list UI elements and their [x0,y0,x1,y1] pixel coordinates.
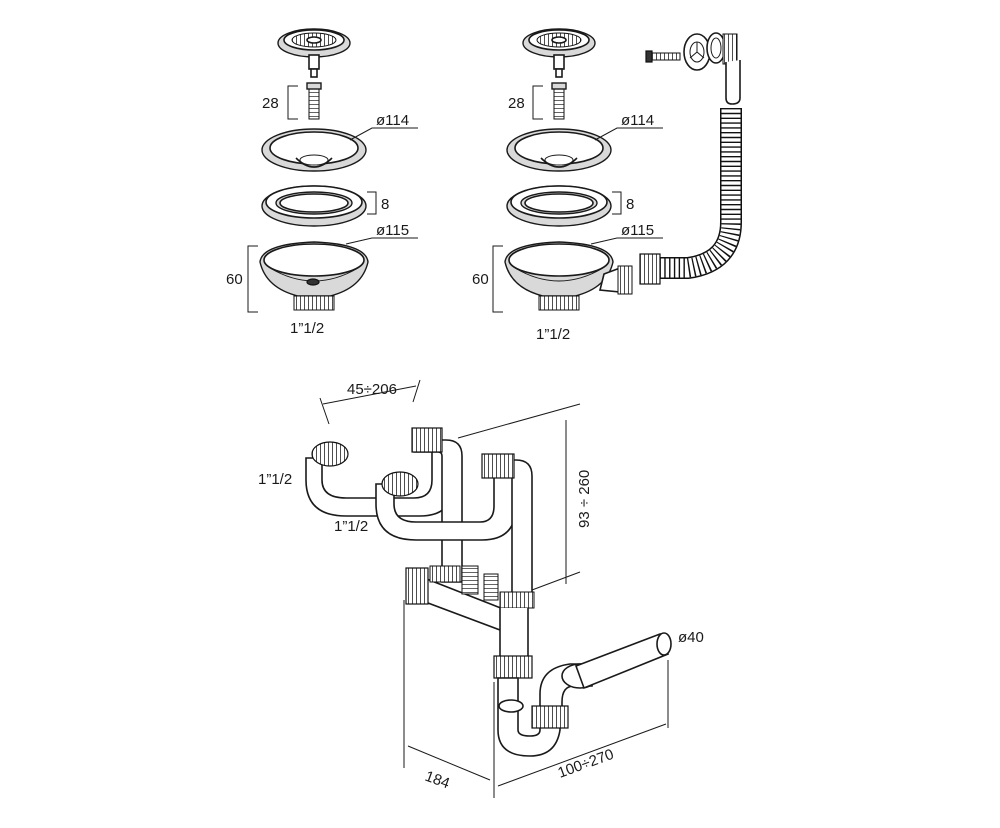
overflow-head [722,33,741,105]
left-inlet-thread-label: 1”1/2 [258,471,292,488]
strainer-body [259,241,369,311]
strainer-body-with-overflow-port [504,241,633,311]
outlet-pipe [574,632,672,690]
body-height-label: 60 [472,271,489,288]
sealing-gasket [261,185,367,227]
sealing-gasket [506,185,612,227]
bottle-trap [493,655,599,757]
double-bowl-siphon: 45÷206 1”1/2 1”1/2 93 ÷ 260 [258,379,704,798]
strainer-basket [277,28,351,78]
gasket-thickness-label: 8 [626,196,634,213]
strainer-with-overflow-assembly: 28 ø114 8 ø115 60 1”1/2 [472,28,742,343]
left-inlet-elbow [305,427,463,583]
height-range-label: 93 ÷ 260 [576,470,593,528]
connecting-screw [551,82,567,120]
right-inlet-elbow [375,453,533,597]
screw-height-label: 28 [508,95,525,112]
outlet-length-label: 100÷270 [556,746,617,782]
right-inlet-thread-label: 1”1/2 [334,518,368,535]
body-diameter-label: ø115 [621,222,654,239]
inlet-spacing-label: 45÷206 [347,381,397,398]
single-strainer-assembly: 28 ø114 8 ø115 60 [226,28,418,337]
outlet-diameter-label: ø40 [678,629,704,646]
overflow-gasket [706,32,726,64]
body-height-label: 60 [226,271,243,288]
thread-size-label: 1”1/2 [290,320,324,337]
overflow-kit [639,32,742,285]
hose-nut [639,253,661,285]
flange-diameter-label: ø114 [621,112,654,129]
overflow-corrugated-hose [660,108,742,279]
depth-label: 184 [423,768,452,793]
connecting-screw [306,82,322,120]
body-diameter-label: ø115 [376,222,409,239]
flange-diameter-label: ø114 [376,112,409,129]
collector-pipe [405,565,535,663]
screw-height-label: 28 [262,95,279,112]
gasket-thickness-label: 8 [381,196,389,213]
sink-flange [261,128,367,172]
thread-size-label: 1”1/2 [536,326,570,343]
sink-flange [506,128,612,172]
overflow-screw [645,50,681,63]
overflow-rose [683,33,711,71]
strainer-basket [522,28,596,78]
